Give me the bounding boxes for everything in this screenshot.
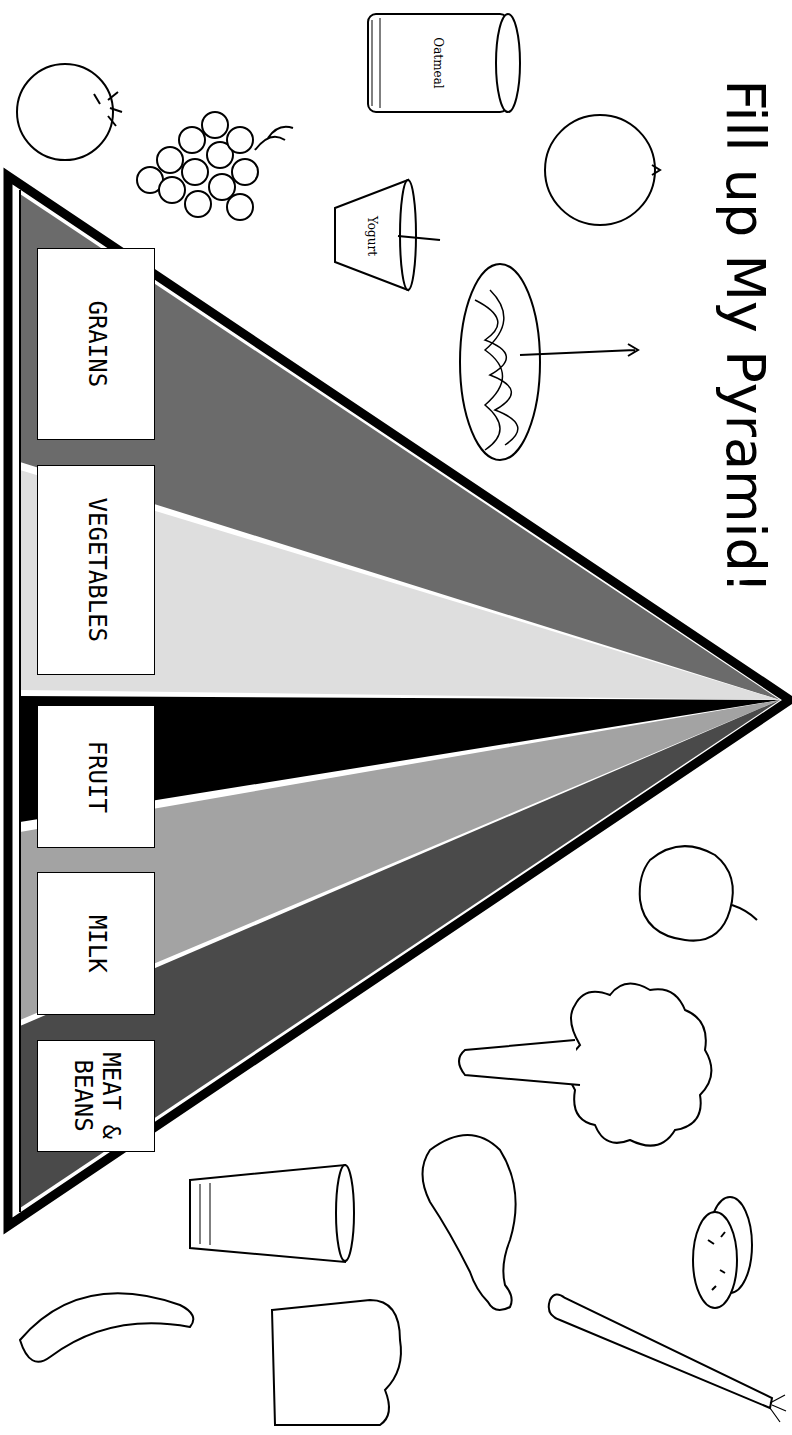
food-group-label-box: MEAT & BEANS	[37, 1040, 155, 1152]
food-group-label: MILK	[82, 915, 110, 973]
food-group-label-box: VEGETABLES	[37, 465, 155, 675]
oatmeal-can	[368, 14, 520, 112]
cookies	[693, 1197, 752, 1308]
pyramid-base-line	[19, 190, 21, 1212]
title: Fill up My Pyramid!	[714, 79, 777, 593]
package-label: Yogurt	[365, 216, 379, 256]
food-group-label-box: GRAINS	[37, 248, 155, 440]
carrot	[549, 1294, 786, 1422]
spaghetti-plate	[460, 264, 638, 460]
food-group-label-box: FRUIT	[37, 705, 155, 848]
banana	[20, 1293, 193, 1361]
broccoli	[459, 984, 711, 1146]
package-label: Oatmeal	[431, 37, 445, 88]
food-group-label: GRAINS	[82, 301, 110, 388]
glass	[190, 1165, 354, 1262]
food-group-label: VEGETABLES	[82, 498, 110, 643]
apple	[640, 846, 757, 941]
food-group-label: FRUIT	[82, 740, 110, 812]
grapes	[137, 112, 293, 220]
bread-slice	[272, 1300, 401, 1425]
orange	[545, 115, 660, 225]
food-drawings	[17, 14, 786, 1425]
tomato	[17, 64, 122, 160]
food-group-label-box: MILK	[37, 872, 155, 1015]
milk-band	[20, 700, 780, 1020]
yogurt-cup	[335, 180, 440, 290]
food-group-label: MEAT & BEANS	[68, 1048, 123, 1144]
pyramid	[8, 176, 790, 1226]
pyramid-outline	[8, 176, 790, 1226]
chicken-leg	[423, 1135, 516, 1310]
meat-beans-band	[20, 700, 780, 1208]
